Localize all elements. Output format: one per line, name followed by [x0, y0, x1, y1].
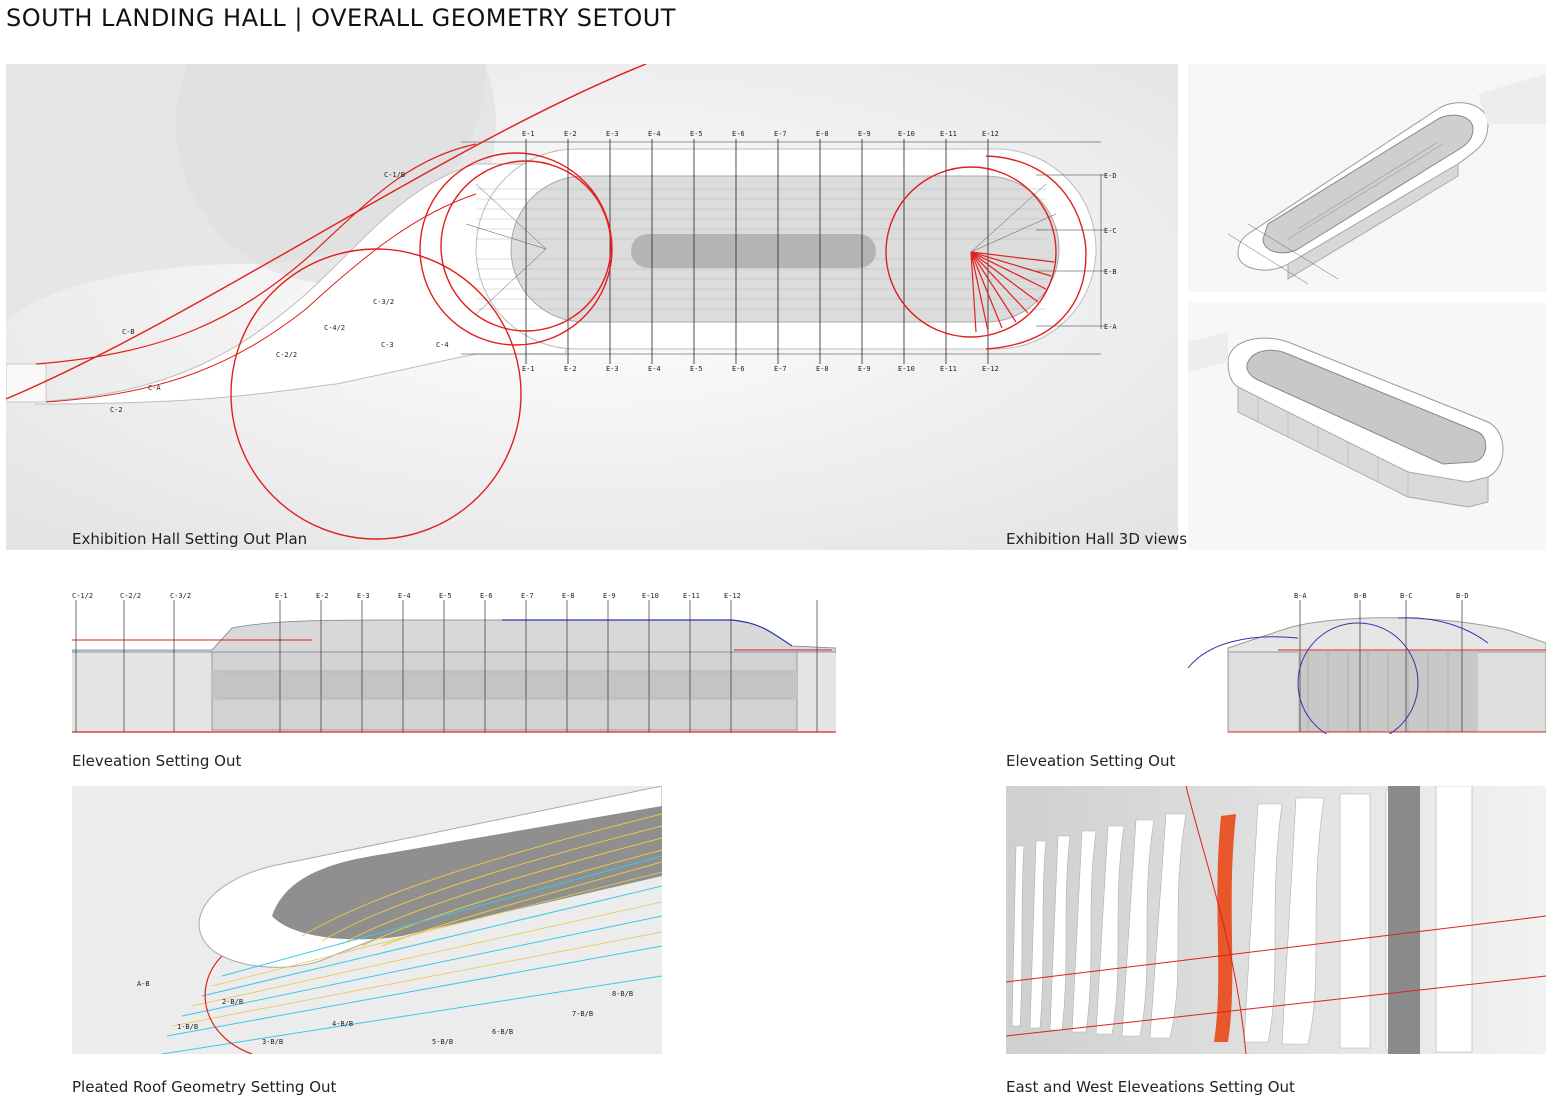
- svg-text:E-7: E-7: [774, 365, 787, 373]
- svg-text:E-B: E-B: [1104, 268, 1117, 276]
- svg-text:E-6: E-6: [732, 130, 745, 138]
- svg-text:A-B: A-B: [137, 980, 150, 988]
- east-west-panel: [1006, 786, 1546, 1054]
- svg-text:E-9: E-9: [858, 130, 871, 138]
- svg-text:E-12: E-12: [982, 365, 999, 373]
- svg-text:C-2: C-2: [110, 406, 123, 414]
- caption-east-west: East and West Eleveations Setting Out: [1006, 1078, 1295, 1096]
- svg-text:E-4: E-4: [648, 130, 661, 138]
- svg-text:5-B/B: 5-B/B: [432, 1038, 453, 1046]
- caption-roof: Pleated Roof Geometry Setting Out: [72, 1078, 337, 1096]
- elevation-main-panel: C-1/2 C-2/2 C-3/2 E-1 E-2 E-3 E-4 E-5 E-6 E-7 E…: [72, 588, 836, 734]
- svg-text:C-2/2: C-2/2: [276, 351, 297, 359]
- svg-text:E-3: E-3: [606, 130, 619, 138]
- svg-text:E-5: E-5: [690, 365, 703, 373]
- svg-text:E-10: E-10: [898, 130, 915, 138]
- page-title: SOUTH LANDING HALL | OVERALL GEOMETRY SE…: [6, 4, 676, 32]
- svg-text:E-4: E-4: [398, 592, 411, 600]
- east-west-drawing: [1006, 786, 1546, 1054]
- svg-text:E-10: E-10: [898, 365, 915, 373]
- svg-text:C-1/2: C-1/2: [72, 592, 93, 600]
- svg-text:E-12: E-12: [724, 592, 741, 600]
- svg-text:E-2: E-2: [316, 592, 329, 600]
- svg-text:C-3/2: C-3/2: [170, 592, 191, 600]
- svg-text:B-B: B-B: [1354, 592, 1367, 600]
- svg-text:E-5: E-5: [439, 592, 452, 600]
- svg-text:C-3/2: C-3/2: [373, 298, 394, 306]
- svg-text:C-A: C-A: [148, 384, 161, 392]
- elevation-side-drawing: B-A B-B B-C B-D: [1188, 592, 1546, 734]
- svg-text:E-2: E-2: [564, 130, 577, 138]
- view3d-top-drawing: [1188, 64, 1546, 292]
- svg-text:2-B/B: 2-B/B: [222, 998, 243, 1006]
- svg-text:B-D: B-D: [1456, 592, 1469, 600]
- svg-text:E-11: E-11: [683, 592, 700, 600]
- view3d-top-panel: [1188, 64, 1546, 292]
- svg-text:E-6: E-6: [732, 365, 745, 373]
- svg-text:E-6: E-6: [480, 592, 493, 600]
- svg-text:E-1: E-1: [522, 130, 535, 138]
- svg-text:C-2/2: C-2/2: [120, 592, 141, 600]
- svg-text:E-1: E-1: [275, 592, 288, 600]
- svg-text:8-B/B: 8-B/B: [612, 990, 633, 998]
- svg-text:E-C: E-C: [1104, 227, 1117, 235]
- svg-text:E-5: E-5: [690, 130, 703, 138]
- svg-text:E-10: E-10: [642, 592, 659, 600]
- svg-text:C-1/B: C-1/B: [384, 171, 405, 179]
- svg-text:E-11: E-11: [940, 365, 957, 373]
- caption-elevation-main: Eleveation Setting Out: [72, 752, 242, 770]
- svg-text:E-8: E-8: [562, 592, 575, 600]
- svg-text:1-B/B: 1-B/B: [177, 1023, 198, 1031]
- svg-text:C-3: C-3: [381, 341, 394, 349]
- svg-text:E-4: E-4: [648, 365, 661, 373]
- svg-text:7-B/B: 7-B/B: [572, 1010, 593, 1018]
- svg-text:E-1: E-1: [522, 365, 535, 373]
- svg-text:C-4: C-4: [436, 341, 449, 349]
- roof-panel: A-B 1-B/B 2-B/B 3-B/B 4-B/B 5-B/B 6-B/B 7-B/B…: [72, 786, 662, 1054]
- svg-text:E-8: E-8: [816, 365, 829, 373]
- caption-elevation-side: Eleveation Setting Out: [1006, 752, 1176, 770]
- svg-text:E-7: E-7: [774, 130, 787, 138]
- svg-text:E-8: E-8: [816, 130, 829, 138]
- svg-text:E-9: E-9: [858, 365, 871, 373]
- caption-plan: Exhibition Hall Setting Out Plan: [72, 530, 308, 548]
- svg-text:E-9: E-9: [603, 592, 616, 600]
- svg-text:E-D: E-D: [1104, 172, 1117, 180]
- roof-drawing: A-B 1-B/B 2-B/B 3-B/B 4-B/B 5-B/B 6-B/B 7-B/B…: [72, 786, 662, 1054]
- svg-text:C-B: C-B: [122, 328, 135, 336]
- svg-text:E-7: E-7: [521, 592, 534, 600]
- svg-text:E-A: E-A: [1104, 323, 1117, 331]
- svg-text:6-B/B: 6-B/B: [492, 1028, 513, 1036]
- svg-text:4-B/B: 4-B/B: [332, 1020, 353, 1028]
- svg-text:C-4/2: C-4/2: [324, 324, 345, 332]
- svg-text:E-3: E-3: [606, 365, 619, 373]
- view3d-bottom-panel: [1188, 302, 1546, 550]
- elevation-side-panel: B-A B-B B-C B-D: [1188, 588, 1546, 734]
- svg-text:E-11: E-11: [940, 130, 957, 138]
- svg-text:B-A: B-A: [1294, 592, 1307, 600]
- svg-text:E-12: E-12: [982, 130, 999, 138]
- svg-text:E-2: E-2: [564, 365, 577, 373]
- svg-text:3-B/B: 3-B/B: [262, 1038, 283, 1046]
- svg-text:E-3: E-3: [357, 592, 370, 600]
- view3d-bottom-drawing: [1188, 302, 1546, 550]
- svg-text:B-C: B-C: [1400, 592, 1413, 600]
- elevation-main-drawing: C-1/2 C-2/2 C-3/2 E-1 E-2 E-3 E-4 E-5 E-6 E-7 E…: [72, 592, 836, 733]
- caption-3d-views: Exhibition Hall 3D views: [1006, 530, 1188, 548]
